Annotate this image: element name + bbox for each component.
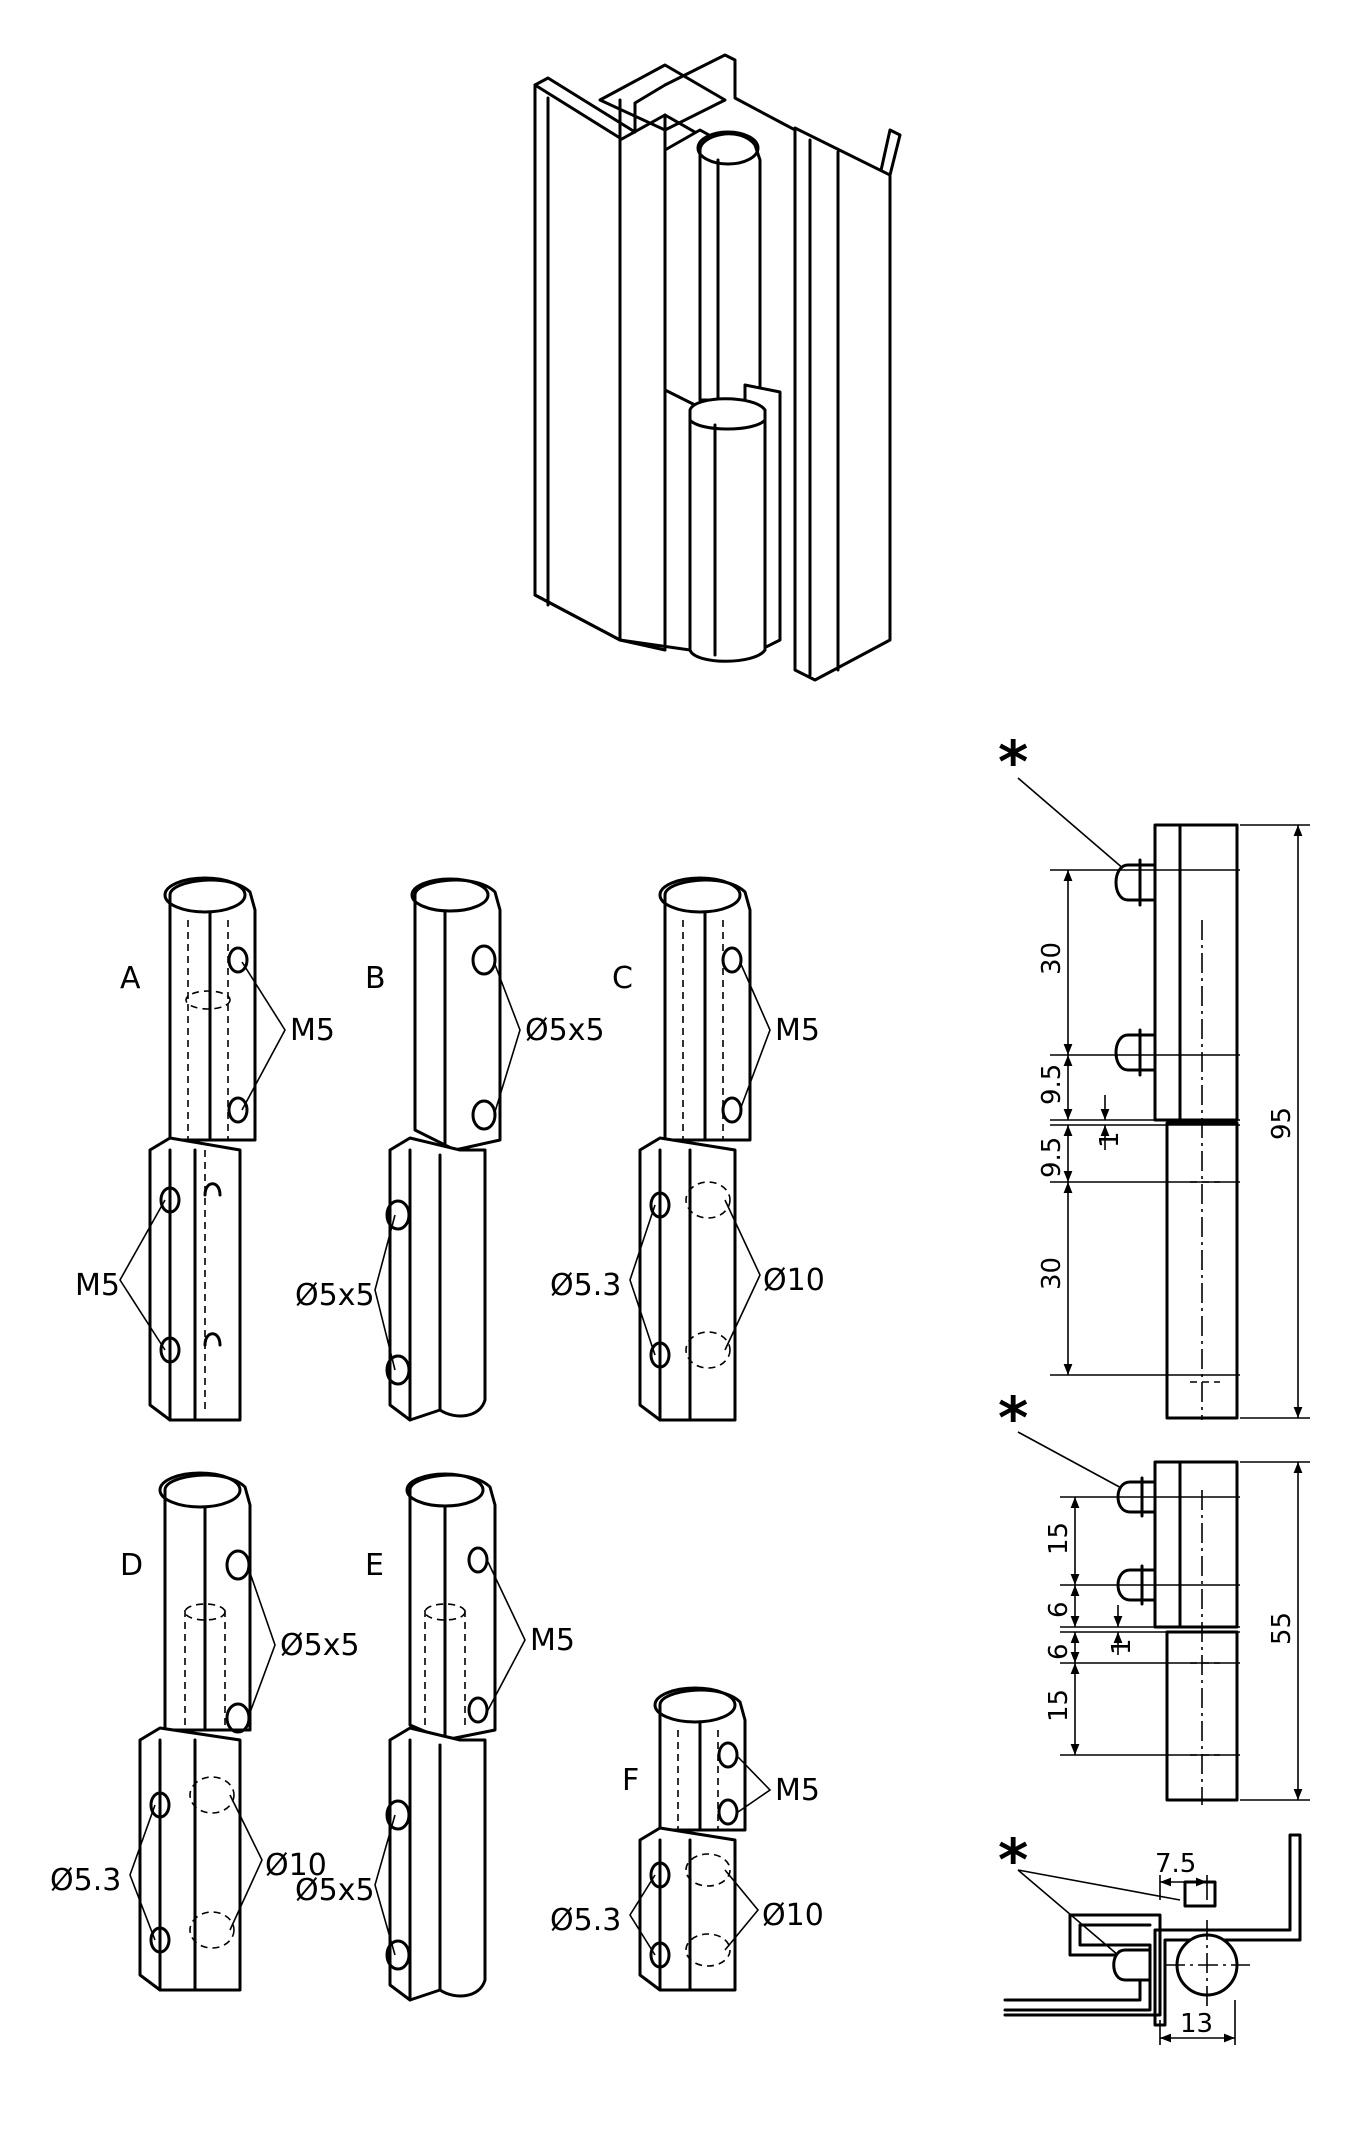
variant-a-label: A: [120, 961, 141, 996]
variant-d-pin: Ø5x5: [280, 1628, 360, 1663]
variant-e-thread: M5: [530, 1623, 575, 1658]
dim-large-offset-top: 9.5: [1037, 1064, 1067, 1105]
dim-large-pitch-top: 30: [1037, 942, 1067, 975]
variant-e: E M5 Ø5x5: [295, 1472, 575, 2002]
variant-b-upper-pin: Ø5x5: [525, 1013, 605, 1048]
variant-c-label: C: [612, 961, 633, 996]
variant-b: B Ø5x5 Ø5x5: [295, 877, 605, 1422]
dim-large-gap: 1: [1095, 1131, 1125, 1148]
small-view-marker: *: [998, 1384, 1028, 1452]
variant-b-label: B: [365, 961, 386, 996]
plan-view: * 7.5 13: [998, 1826, 1302, 2045]
large-view-marker: *: [998, 728, 1028, 796]
variant-e-pin: Ø5x5: [295, 1873, 375, 1908]
variant-f-counterbore: Ø10: [762, 1898, 824, 1933]
variant-d: D Ø5x5 Ø5.3 Ø10: [50, 1471, 360, 1992]
dim-small-overall: 55: [1267, 1612, 1297, 1645]
dim-plan-width: 13: [1180, 2009, 1213, 2039]
variant-d-label: D: [120, 1548, 143, 1583]
variant-a-lower-thread: M5: [75, 1268, 120, 1303]
variant-c-thread: M5: [775, 1013, 820, 1048]
side-view-small: * 15 6 1 6 15 55: [998, 1384, 1310, 1805]
variant-c: C M5 Ø5.3 Ø10: [550, 876, 825, 1422]
dim-small-pitch-top: 15: [1044, 1522, 1074, 1555]
dim-small-gap: 1: [1107, 1638, 1137, 1655]
variant-f-bore: Ø5.3: [550, 1903, 621, 1938]
dim-large-offset-bottom: 9.5: [1037, 1137, 1067, 1178]
variant-d-bore: Ø5.3: [50, 1863, 121, 1898]
variant-f: F M5 Ø5.3 Ø10: [550, 1686, 824, 1992]
plan-view-marker: *: [998, 1826, 1028, 1894]
isometric-hinge-assembly: [533, 53, 902, 682]
variant-f-thread: M5: [775, 1773, 820, 1808]
variant-f-label: F: [622, 1763, 639, 1798]
dim-plan-offset: 7.5: [1155, 1849, 1196, 1879]
variant-c-bore: Ø5.3: [550, 1268, 621, 1303]
variant-d-counterbore: Ø10: [265, 1848, 327, 1883]
variant-c-counterbore: Ø10: [763, 1263, 825, 1298]
side-view-large: * 30 9.5 1 9.5 30 95: [998, 728, 1310, 1420]
dim-small-offset-top: 6: [1044, 1601, 1074, 1618]
dim-small-offset-bottom: 6: [1044, 1643, 1074, 1660]
dim-small-pitch-bottom: 15: [1044, 1689, 1074, 1722]
variant-a-upper-thread: M5: [290, 1013, 335, 1048]
variant-e-label: E: [365, 1548, 384, 1583]
variant-b-lower-pin: Ø5x5: [295, 1278, 375, 1313]
dim-large-overall: 95: [1267, 1107, 1297, 1140]
dim-large-pitch-bottom: 30: [1037, 1257, 1067, 1290]
variant-a: A M5 M5: [75, 876, 335, 1422]
